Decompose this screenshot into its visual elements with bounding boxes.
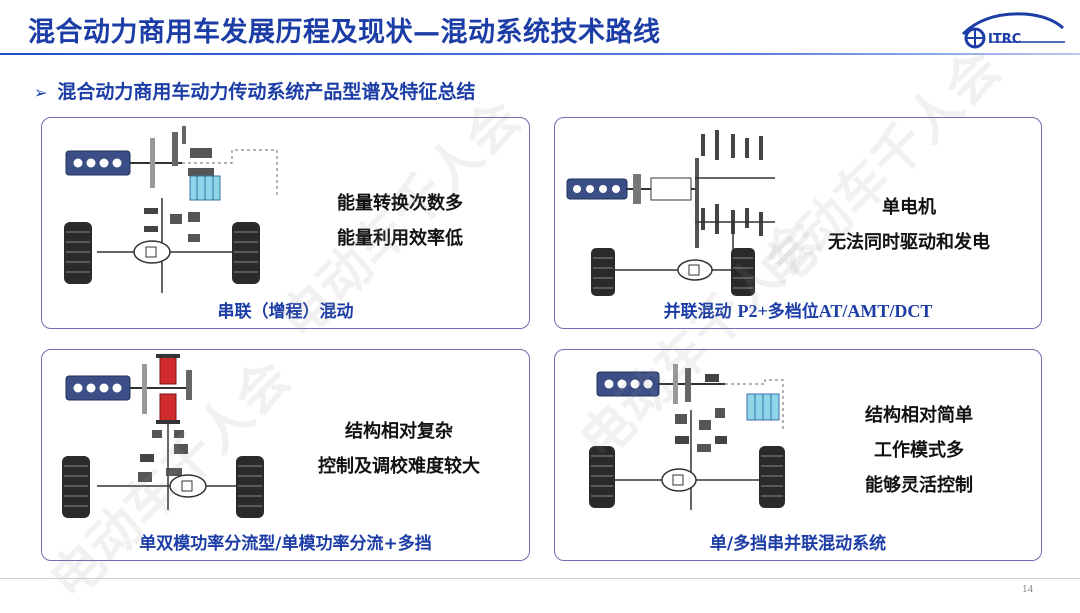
title-divider <box>0 53 1080 55</box>
caption-part: 并联混动 <box>663 302 738 322</box>
description-line: 工作模式多 <box>874 440 964 461</box>
panel-description: 结构相对复杂 控制及调校难度较大 <box>288 414 510 484</box>
caption-part: P2+ <box>737 301 768 321</box>
footer-divider <box>0 578 1080 579</box>
panel-power-split-hybrid: 结构相对复杂 控制及调校难度较大 单双模功率分流型/单模功率分流+多挡 <box>41 349 530 561</box>
description-line: 无法同时驱动和发电 <box>828 232 990 253</box>
description-line: 结构相对简单 <box>865 405 973 426</box>
panel-caption: 单/多挡串并联混动系统 <box>709 534 887 554</box>
panel-caption: 串联（增程）混动 <box>217 302 354 322</box>
description-line: 结构相对复杂 <box>345 421 453 442</box>
panel-parallel-hybrid: 单电机 无法同时驱动和发电 并联混动 P2+多档位AT/AMT/DCT <box>554 117 1042 329</box>
parallel-hybrid-diagram <box>566 130 775 296</box>
caption-part: AT/AMT/DCT <box>818 301 933 321</box>
section-subtitle: ➢ 混合动力商用车动力传动系统产品型谱及特征总结 <box>34 77 475 104</box>
itrc-logo <box>961 12 1065 49</box>
description-line: 单电机 <box>882 197 936 218</box>
description-line: 能量利用效率低 <box>337 228 463 249</box>
panel-description: 结构相对简单 工作模式多 能够灵活控制 <box>819 398 1019 503</box>
subtitle-text: 混合动力商用车动力传动系统产品型谱及特征总结 <box>57 81 476 103</box>
panel-series-parallel-hybrid: 结构相对简单 工作模式多 能够灵活控制 单/多挡串并联混动系统 <box>554 349 1042 561</box>
description-line: 能量转换次数多 <box>337 193 463 214</box>
description-line: 能够灵活控制 <box>865 475 973 496</box>
panel-caption: 单双模功率分流型/单模功率分流+多挡 <box>139 534 432 554</box>
panel-series-hybrid: 能量转换次数多 能量利用效率低 串联（增程）混动 <box>41 117 530 329</box>
page-title: 混合动力商用车发展历程及现状—混动系统技术路线 <box>28 17 661 48</box>
arrow-bullet-icon: ➢ <box>34 83 48 102</box>
series-parallel-diagram <box>589 364 785 510</box>
description-line: 控制及调校难度较大 <box>318 456 480 477</box>
logo-text: ITRC <box>988 32 1022 47</box>
panel-caption: 并联混动 P2+多档位AT/AMT/DCT <box>555 297 1041 322</box>
panel-description: 能量转换次数多 能量利用效率低 <box>300 186 500 256</box>
page-number: 14 <box>1022 583 1033 595</box>
series-hybrid-diagram <box>64 126 278 293</box>
power-split-diagram <box>62 354 264 518</box>
caption-part: 多档位 <box>767 302 819 322</box>
panel-description: 单电机 无法同时驱动和发电 <box>809 190 1009 260</box>
